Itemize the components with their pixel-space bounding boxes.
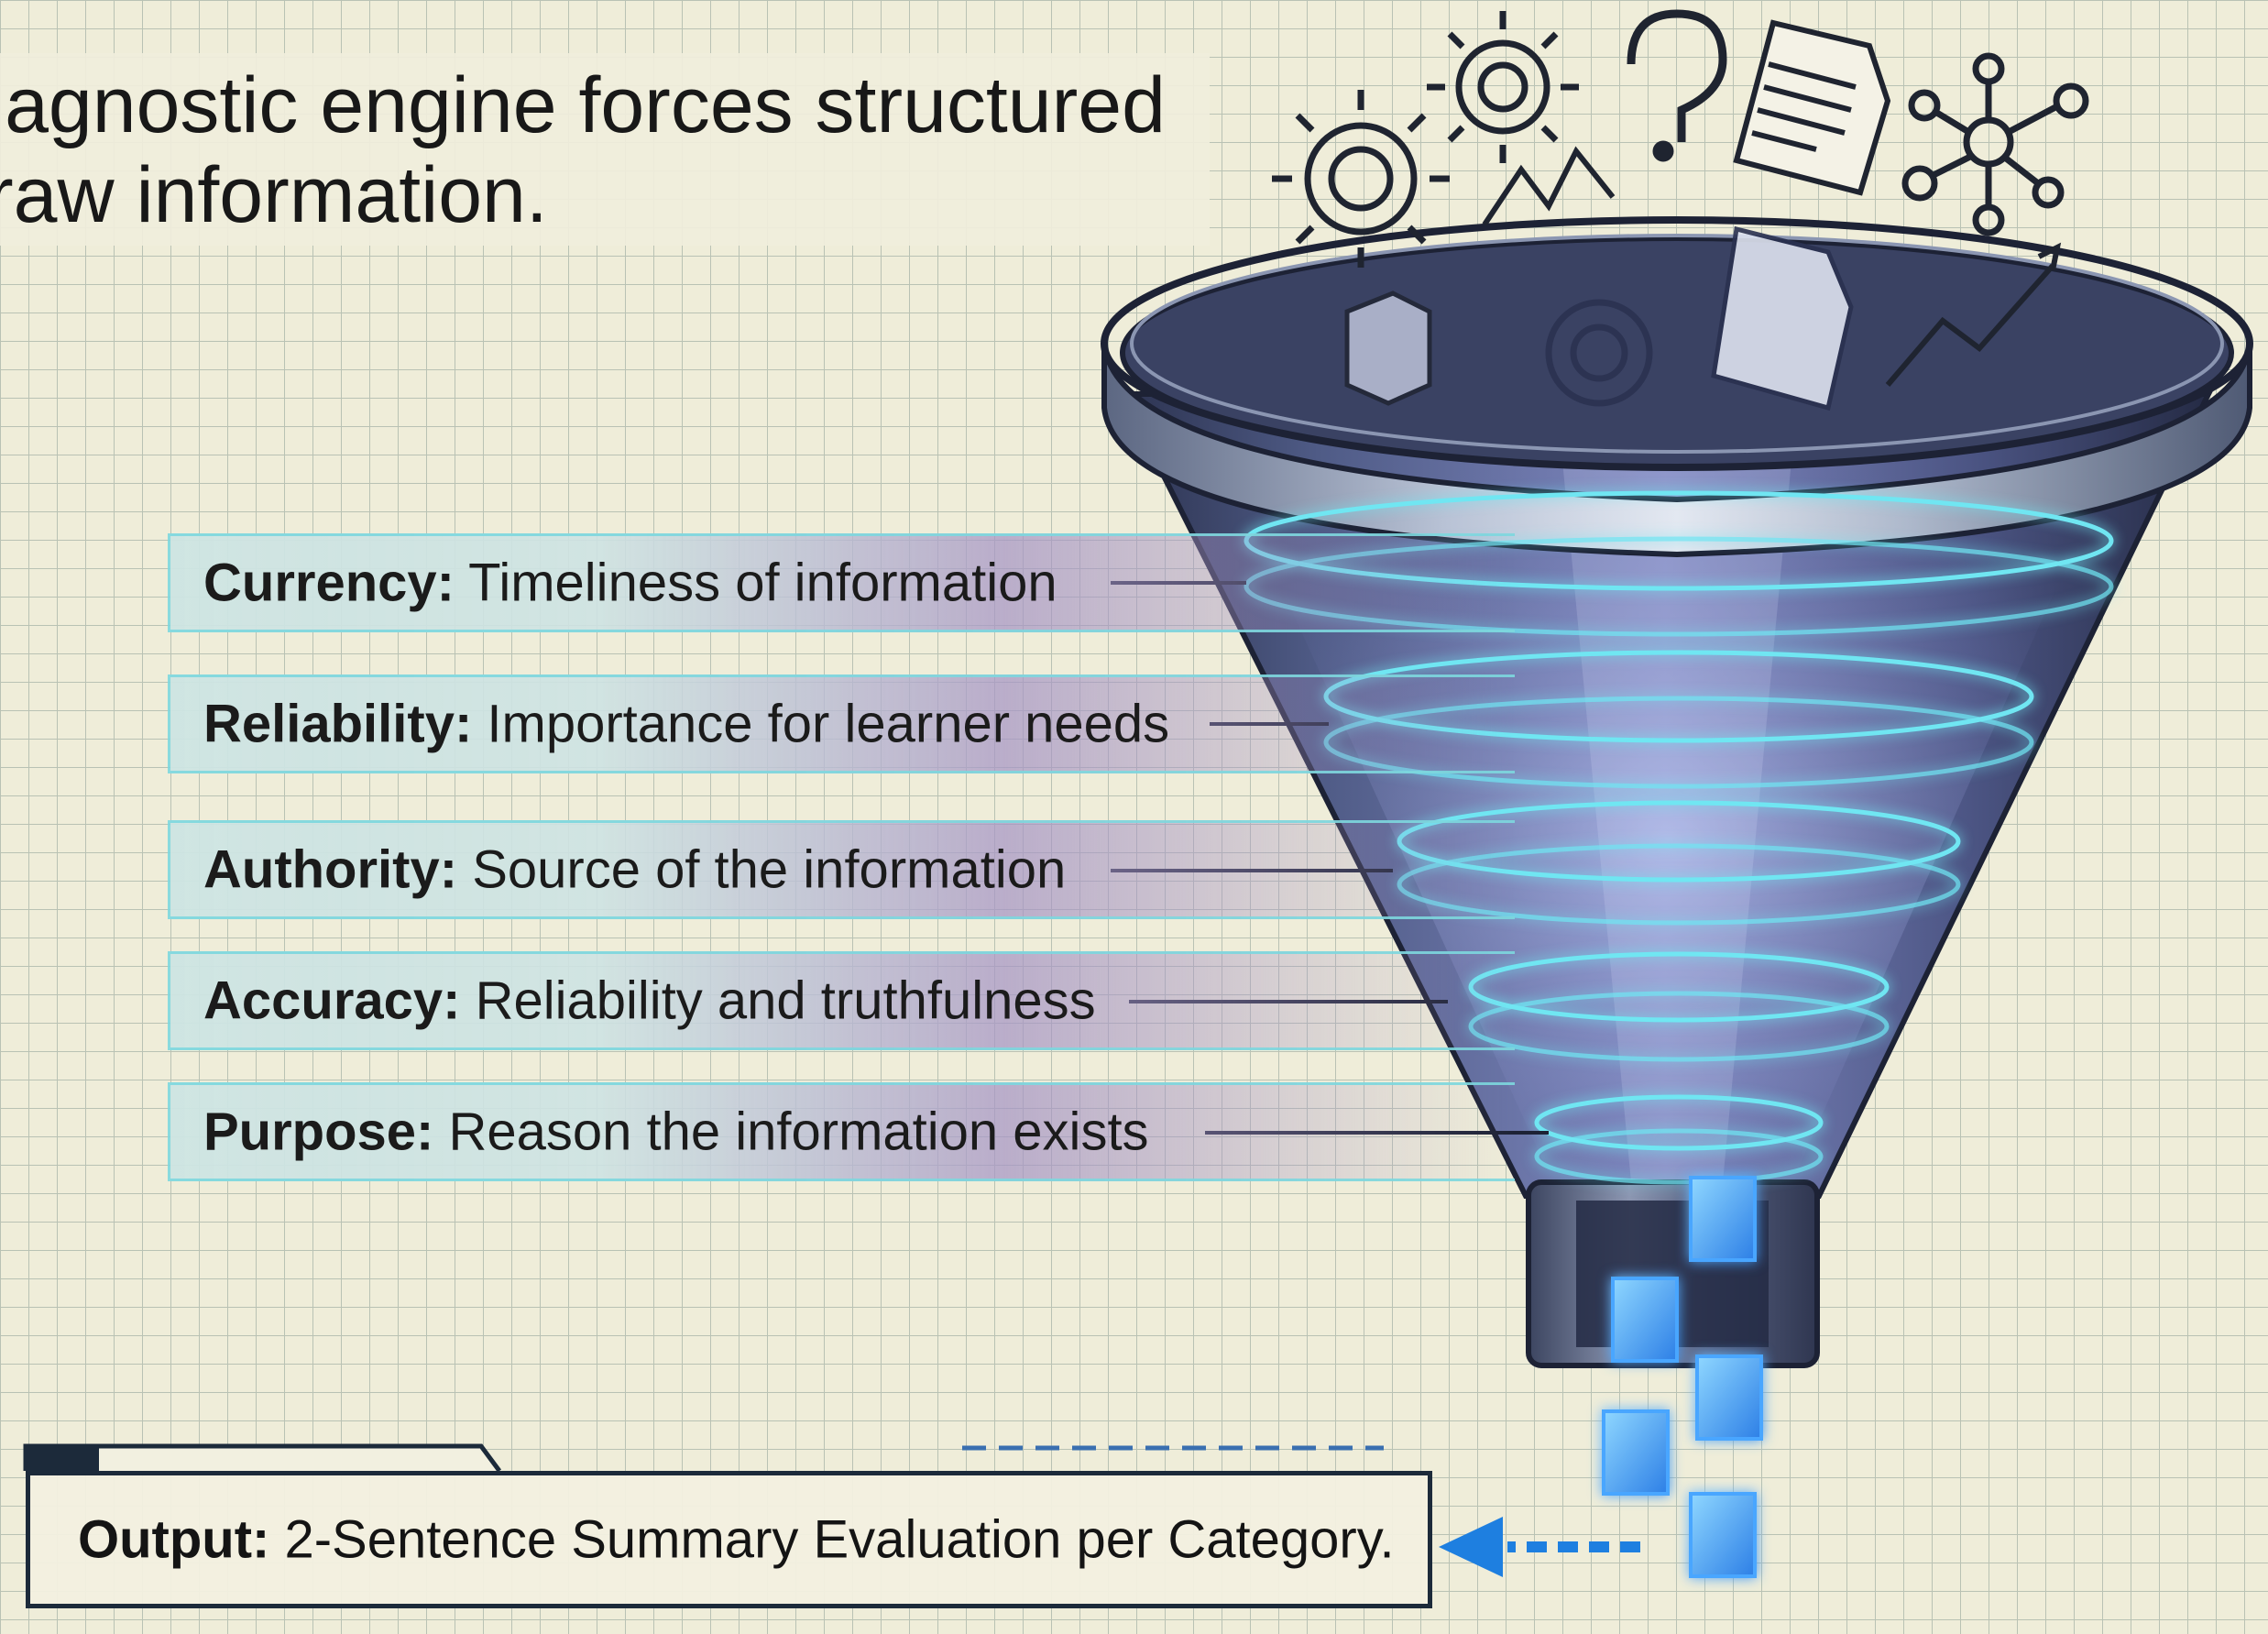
cube-icon: [1344, 291, 1432, 406]
criterion-accuracy: Accuracy: Reliability and truthfulness: [168, 951, 1515, 1050]
document-icon: [1733, 19, 1891, 196]
output-description: 2-Sentence Summary Evaluation per Catego…: [284, 1509, 1395, 1570]
trend-chart-icon: [1482, 146, 2062, 387]
cube-icon: [1602, 1409, 1670, 1496]
funnel-rim: [1101, 343, 2252, 558]
cube-icon: [1695, 1354, 1763, 1441]
question-mark-icon: [1627, 9, 1727, 162]
criterion-reliability: Reliability: Importance for learner need…: [168, 674, 1515, 773]
criterion-description: Reason the information exists: [448, 1102, 1149, 1162]
title-background: [0, 53, 1210, 246]
criterion-description: Source of the information: [472, 839, 1067, 900]
cube-icon: [1689, 1492, 1757, 1578]
criterion-purpose: Purpose: Reason the information exists: [168, 1082, 1515, 1181]
funnel-rim-edge: [1101, 216, 2253, 471]
output-arrow-icon: [1439, 1517, 1503, 1577]
criterion-name: Reliability:: [203, 694, 473, 754]
funnel-light-beam: [1558, 412, 1796, 1182]
criterion-description: Importance for learner needs: [487, 694, 1170, 754]
filter-ring-purpose: [1534, 1094, 1824, 1151]
cube-icon: [1611, 1277, 1679, 1363]
criterion-name: Purpose:: [203, 1102, 434, 1162]
criterion-authority: Authority: Source of the information: [168, 820, 1515, 919]
cube-icon: [1689, 1176, 1757, 1262]
page-title-line-2: raw information.: [0, 151, 548, 239]
network-icon: [1901, 52, 2089, 236]
criterion-description: Timeliness of information: [468, 553, 1057, 613]
gear-icon: [1272, 90, 1450, 268]
output-cubes: [1602, 1176, 1763, 1578]
criterion-name: Currency:: [203, 553, 455, 613]
criterion-currency: Currency: Timeliness of information: [168, 533, 1515, 632]
output-box: Output: 2-Sentence Summary Evaluation pe…: [26, 1471, 1432, 1608]
document-icon: [1711, 225, 1854, 411]
gear-icon: [1427, 11, 1579, 163]
criterion-name: Accuracy:: [203, 971, 461, 1031]
page-title-line-1: iagnostic engine forces structured: [0, 61, 1166, 149]
criterion-name: Authority:: [203, 839, 458, 900]
gear-icon: [1545, 299, 1653, 407]
output-label: Output:: [78, 1509, 270, 1570]
criterion-description: Reliability and truthfulness: [475, 971, 1096, 1031]
